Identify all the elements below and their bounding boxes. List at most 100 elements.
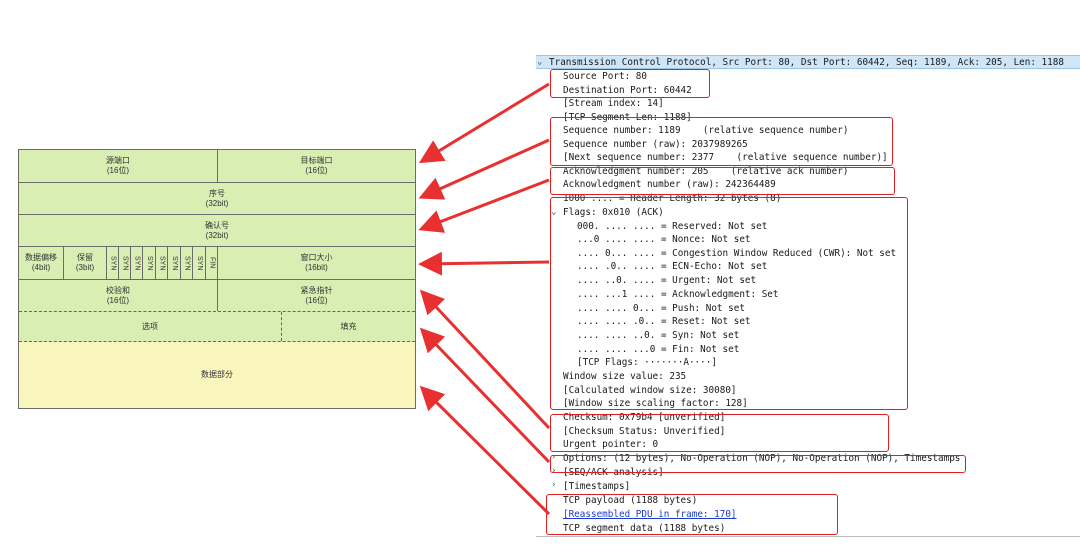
window-scale-line[interactable]: [Window size scaling factor: 128] <box>563 398 748 409</box>
checksum-bits: (16位) <box>106 295 130 305</box>
arrow-checksum <box>419 289 551 430</box>
flag-cell: SYN <box>156 247 168 279</box>
checksum-cell: 校验和 (16位) <box>19 280 218 311</box>
window-size-line[interactable]: Window size value: 235 <box>563 371 687 382</box>
dest-port-cell: 目标端口 (16位) <box>218 150 415 182</box>
diagram-row-ack: 确认号 (32bit) <box>19 215 415 247</box>
seq-label: 序号 <box>209 188 225 198</box>
flag-cell: SYN <box>143 247 156 279</box>
flag-nonce-line[interactable]: ...0 .... .... = Nonce: Not set <box>577 234 751 245</box>
timestamps-line[interactable]: [Timestamps] <box>563 481 631 492</box>
data-offset-label: 数据偏移 <box>25 253 57 262</box>
checksum-line[interactable]: Checksum: 0x79b4 [unverified] <box>563 412 726 423</box>
arrow-ack <box>418 178 550 233</box>
seq-cell: 序号 (32bit) <box>19 183 415 214</box>
flag-cell: SYN <box>181 247 193 279</box>
chevron-down-icon[interactable]: ⌄ <box>551 207 557 217</box>
seq-number-line[interactable]: Sequence number: 1189 (relative sequence… <box>563 125 849 136</box>
dest-port-bits: (16位) <box>305 166 328 175</box>
flag-ecn-line[interactable]: .... .0.. .... = ECN-Echo: Not set <box>577 261 768 272</box>
seq-bits: (32bit) <box>205 198 229 208</box>
segment-data-line[interactable]: TCP segment data (1188 bytes) <box>563 523 726 534</box>
diagram-row-seq: 序号 (32bit) <box>19 183 415 215</box>
flag-label: SYN <box>196 255 203 271</box>
flag-fin-line[interactable]: .... .... ...0 = Fin: Not set <box>577 344 740 355</box>
flag-reset-line[interactable]: .... .... .0.. = Reset: Not set <box>577 316 751 327</box>
flag-cell: SYN <box>131 247 143 279</box>
highlight-flags-window <box>550 197 908 410</box>
flag-urgent-line[interactable]: .... ..0. .... = Urgent: Not set <box>577 275 757 286</box>
tcp-summary-line[interactable]: Transmission Control Protocol, Src Port:… <box>549 57 1064 68</box>
checksum-status-line[interactable]: [Checksum Status: Unverified] <box>563 426 726 437</box>
ack-label: 确认号 <box>205 220 229 230</box>
diagram-row-checksum: 校验和 (16位) 紧急指针 (16位) <box>19 280 415 311</box>
flag-reserved-line[interactable]: 000. .... .... = Reserved: Not set <box>577 221 768 232</box>
chevron-right-icon[interactable]: › <box>551 466 557 476</box>
options-label: 选项 <box>142 321 158 331</box>
chevron-right-icon[interactable]: › <box>551 452 557 462</box>
urgent-label: 紧急指针 <box>300 285 333 295</box>
highlight-seq <box>550 117 893 166</box>
next-seq-line[interactable]: [Next sequence number: 2377 (relative se… <box>563 152 888 163</box>
tcp-header-row[interactable] <box>536 55 1080 69</box>
ack-bits: (32bit) <box>205 230 229 240</box>
payload-label: 数据部分 <box>201 370 233 379</box>
reserved-bits: (3bit) <box>75 263 95 272</box>
header-length-line[interactable]: 1000 .... = Header Length: 32 bytes (8) <box>563 193 782 204</box>
source-port-bits: (16位) <box>106 166 130 175</box>
seq-number-raw-line[interactable]: Sequence number (raw): 2037989265 <box>563 139 748 150</box>
source-port-label: 源端口 <box>106 156 130 165</box>
urgent-pointer-line[interactable]: Urgent pointer: 0 <box>563 439 659 450</box>
flag-cell-fin: FIN <box>206 247 218 279</box>
highlight-options <box>550 455 966 473</box>
source-port-line[interactable]: Source Port: 80 <box>563 71 647 82</box>
reserved-cell: 保留 (3bit) <box>64 247 107 279</box>
ack-cell: 确认号 (32bit) <box>19 215 415 246</box>
padding-cell: 填充 <box>282 312 415 341</box>
flag-ack-line[interactable]: .... ...1 .... = Acknowledgment: Set <box>577 289 779 300</box>
highlight-checksum <box>550 414 889 452</box>
flags-line[interactable]: Flags: 0x010 (ACK) <box>563 207 664 218</box>
tree-bottom-divider <box>536 536 1080 537</box>
chevron-right-icon[interactable]: › <box>551 480 557 490</box>
calc-window-line[interactable]: [Calculated window size: 30080] <box>563 385 737 396</box>
ack-number-raw-line[interactable]: Acknowledgment number (raw): 242364489 <box>563 179 776 190</box>
flag-cell: SYN <box>168 247 181 279</box>
tcp-flags-summary-line[interactable]: [TCP Flags: ·······A····] <box>577 357 717 368</box>
flag-cell: SYN <box>193 247 206 279</box>
dest-port-line[interactable]: Destination Port: 60442 <box>563 85 692 96</box>
flag-label: SYN <box>121 255 129 271</box>
flag-label: SYN <box>109 255 117 271</box>
flag-cell: SYN <box>119 247 131 279</box>
reserved-label: 保留 <box>77 253 93 262</box>
options-cell: 选项 <box>19 312 282 341</box>
dest-port-label: 目标端口 <box>300 156 333 165</box>
chevron-down-icon[interactable]: ⌄ <box>537 57 543 67</box>
payload-cell: 数据部分 <box>19 342 415 408</box>
reassembled-pdu-link[interactable]: [Reassembled PDU in frame: 170] <box>563 509 737 520</box>
diagram-row-payload: 数据部分 <box>19 342 415 408</box>
urgent-bits: (16位) <box>305 295 328 305</box>
flag-label: SYN <box>171 255 178 271</box>
highlight-ack <box>550 167 895 195</box>
flag-syn-line[interactable]: .... .... ..0. = Syn: Not set <box>577 330 740 341</box>
flag-push-line[interactable]: .... .... 0... = Push: Not set <box>577 303 745 314</box>
ack-number-line[interactable]: Acknowledgment number: 205 (relative ack… <box>563 166 849 177</box>
padding-label: 填充 <box>340 321 357 331</box>
stream-index-line[interactable]: [Stream index: 14] <box>563 98 664 109</box>
flag-label: SYN <box>146 255 153 271</box>
flag-cwr-line[interactable]: .... 0... .... = Congestion Window Reduc… <box>577 248 897 259</box>
flag-label-fin: FIN <box>208 257 216 269</box>
packet-details-tree: ⌄ Transmission Control Protocol, Src Por… <box>536 52 1080 542</box>
diagram-row-options: 选项 填充 <box>19 311 415 342</box>
options-line[interactable]: Options: (12 bytes), No-Operation (NOP),… <box>563 453 961 464</box>
flag-label: SYN <box>183 255 191 271</box>
flag-cell: SYN <box>107 247 119 279</box>
arrow-flags <box>418 251 550 276</box>
checksum-label: 校验和 <box>106 285 130 295</box>
tcp-payload-line[interactable]: TCP payload (1188 bytes) <box>563 495 698 506</box>
window-label: 窗口大小 <box>300 253 333 262</box>
window-bits: (16bit) <box>305 263 328 272</box>
arrow-seq <box>418 138 550 200</box>
highlight-payload <box>546 494 838 535</box>
